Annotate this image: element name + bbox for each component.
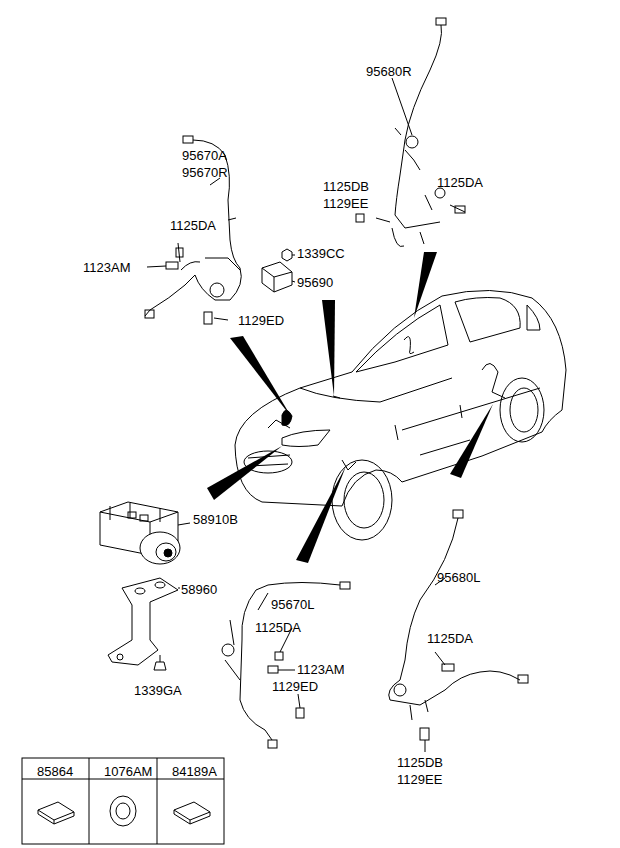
yaw-sensor <box>262 249 295 292</box>
callout-number: 1129EE <box>397 772 442 787</box>
abs-unit <box>100 502 190 564</box>
callout-number: 1129ED <box>238 313 284 328</box>
callout-number: 95690 <box>297 275 333 290</box>
car-body <box>235 290 566 540</box>
rear-right-sensor <box>356 18 465 247</box>
callout-number: 58910B <box>193 512 238 527</box>
callout-number: 1125DA <box>427 631 473 646</box>
table-grid <box>22 758 224 844</box>
callout-number: 1123AM <box>297 662 344 677</box>
front-left-sensor <box>222 582 350 748</box>
callout-number: 95680R <box>366 64 412 79</box>
callout-number: 95670A <box>182 148 227 163</box>
callout-number: 1125DA <box>255 620 301 635</box>
callout-number: 1125DA <box>170 218 216 233</box>
callout-number: 85864 <box>37 764 73 779</box>
front-right-sensor <box>145 136 241 324</box>
bracket <box>108 578 180 670</box>
callout-number: 1339GA <box>134 683 182 698</box>
callout-number: 1125DB <box>397 755 443 770</box>
callout-number: 95670R <box>182 165 228 180</box>
callout-number: 95680L <box>437 570 480 585</box>
pointer-wedges <box>207 252 493 563</box>
callout-number: 1125DB <box>323 179 369 194</box>
callout-number: 1076AM <box>104 764 152 779</box>
callout-number: 1125DA <box>437 175 483 190</box>
rear-left-sensor <box>389 510 528 752</box>
callout-number: 1339CC <box>297 246 345 261</box>
callout-number: 58960 <box>181 582 217 597</box>
callout-number: 1123AM <box>83 260 130 275</box>
callout-number: 84189A <box>172 764 217 779</box>
callout-number: 1129ED <box>272 679 318 694</box>
callout-number: 1129EE <box>323 196 368 211</box>
callout-number: 95670L <box>271 597 314 612</box>
